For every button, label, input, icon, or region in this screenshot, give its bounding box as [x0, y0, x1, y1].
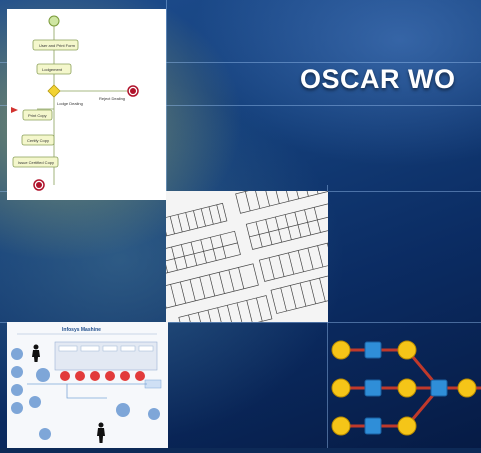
guide-line [0, 62, 481, 63]
person-icon [32, 344, 40, 362]
infra-diagram-title: Infosys Mashine [62, 327, 101, 333]
workflow-step-label: Lodgement [42, 67, 63, 72]
workflow-step-label: Print Copy [28, 113, 47, 118]
flag-icon [11, 107, 18, 113]
slide-title: OSCAR WO [300, 64, 456, 94]
workflow-diagram: User and Print Form Lodgement Lodge Deal… [7, 9, 166, 200]
guide-line [0, 105, 481, 106]
network-graph-icon [327, 330, 481, 448]
workflow-step-label: Certify Copy [27, 138, 49, 143]
workflow-step-label: User and Print Form [39, 43, 76, 48]
workflow-step-label: Issue Certified Copy [18, 160, 54, 165]
workflow-step [36, 63, 72, 75]
workflow-step [12, 156, 59, 168]
cadastral-map [166, 191, 328, 322]
guide-line [0, 322, 481, 323]
workflow-step [32, 39, 79, 51]
branch-label: Reject Dealing [99, 96, 125, 101]
person-icon [97, 422, 105, 443]
workflow-step [22, 109, 53, 121]
infrastructure-diagram: Infosys Mashine [7, 322, 168, 448]
workflow-step [21, 134, 55, 146]
branch-label: Lodge Dealing [57, 101, 83, 106]
decision-node [47, 84, 61, 98]
start-node [48, 15, 60, 27]
